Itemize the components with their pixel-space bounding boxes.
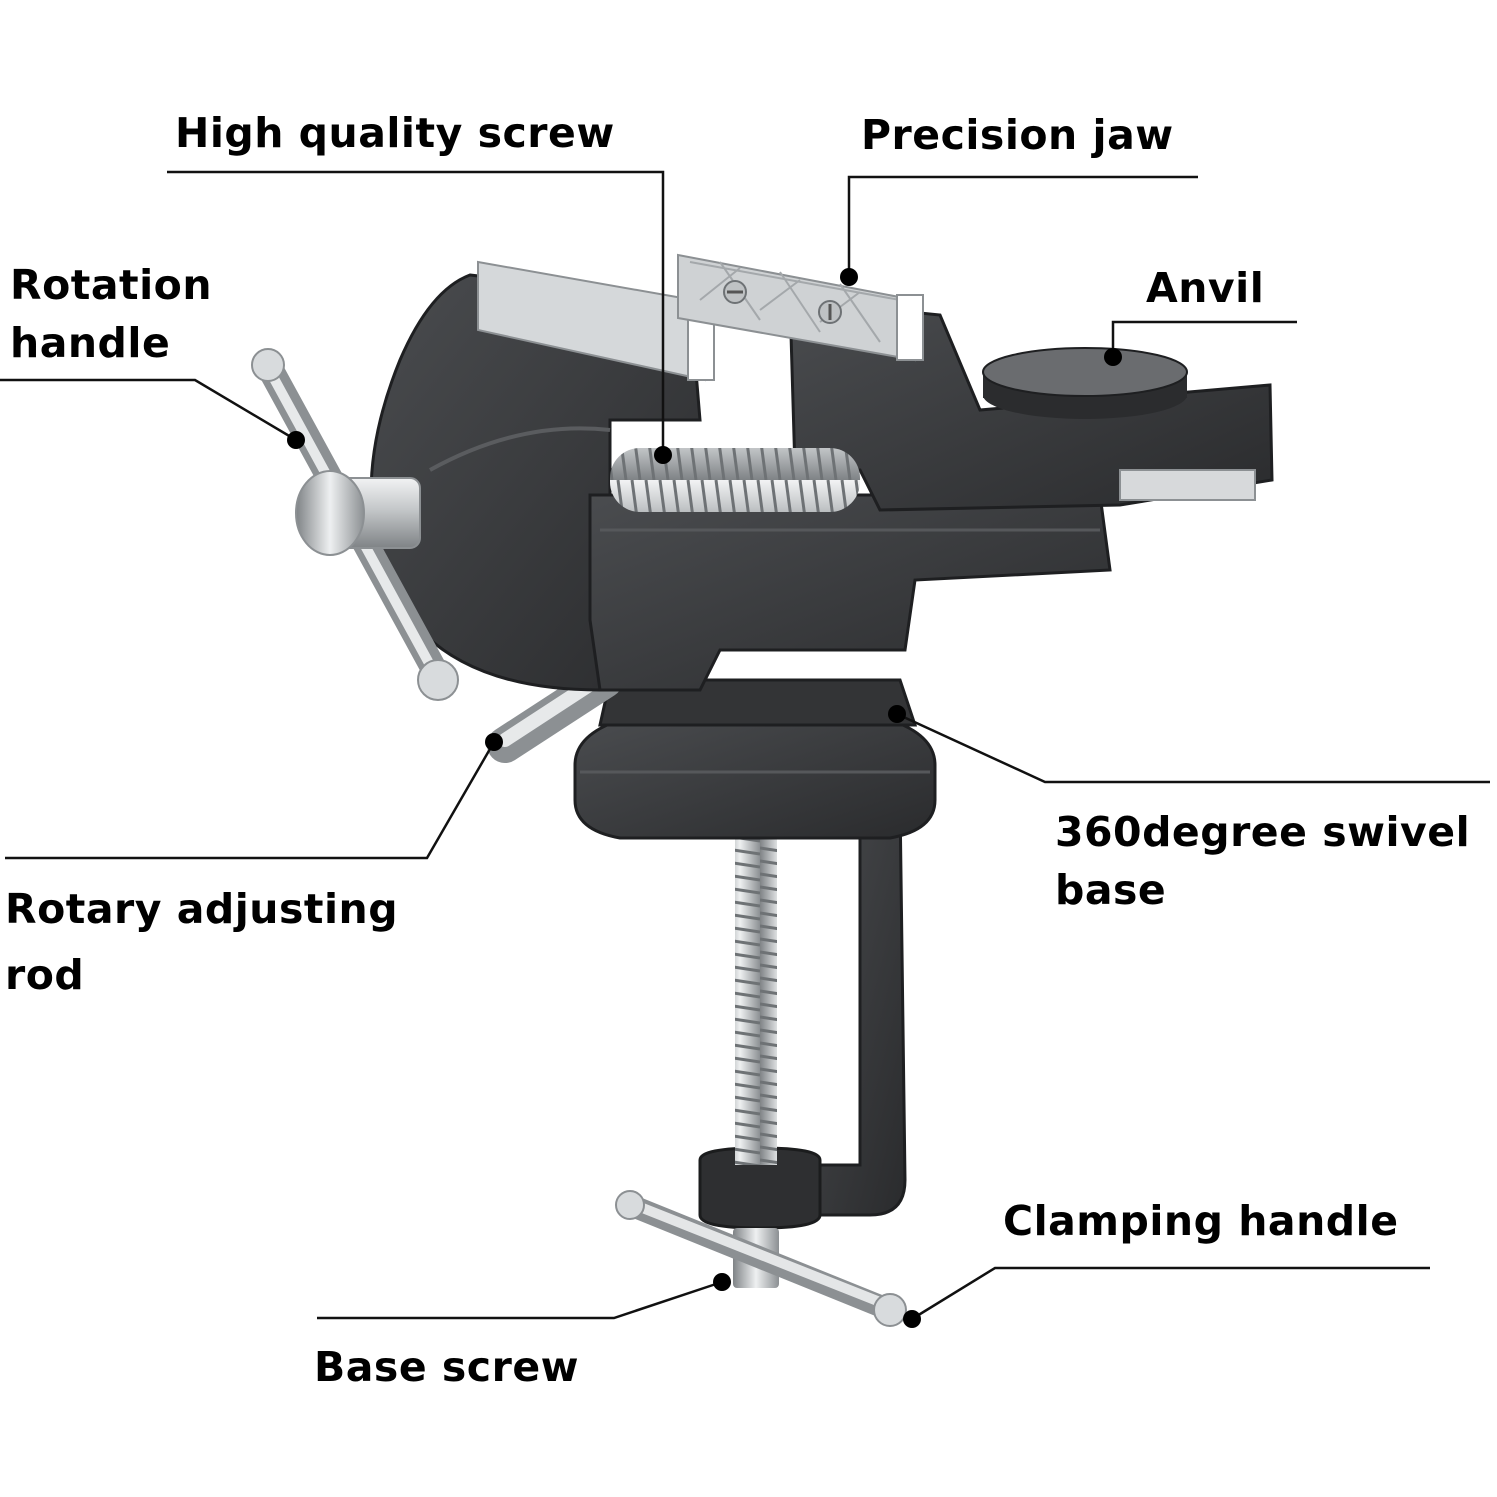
label-rotary-adjusting-rod-line1: Rotary adjusting <box>5 885 399 933</box>
swivel-base <box>573 678 937 840</box>
base-screw-thread <box>735 835 777 1165</box>
dot-anvil <box>1104 348 1122 366</box>
label-swivel-base-line2: base <box>1055 866 1167 914</box>
label-high-quality-screw: High quality screw <box>175 109 615 157</box>
rear-jaw-plate <box>477 260 715 382</box>
dot-jaw <box>840 268 858 286</box>
label-precision-jaw: Precision jaw <box>861 111 1174 159</box>
anvil-disc <box>982 347 1188 419</box>
label-swivel-base-line1: 360degree swivel <box>1055 808 1471 856</box>
rotation-handle <box>251 348 459 701</box>
main-screw-thread <box>610 448 860 512</box>
label-rotary-adjusting-rod: Rotary adjusting rod <box>5 876 398 1008</box>
leader-dots <box>287 268 1122 1328</box>
leader-jaw <box>847 175 1198 277</box>
leader-rotary <box>5 741 496 860</box>
dot-screw <box>654 446 672 464</box>
leader-clamping <box>911 1266 1430 1321</box>
label-rotary-adjusting-rod-line2: rod <box>5 951 85 999</box>
leader-lines <box>0 170 1490 1321</box>
clamping-handle <box>615 1190 907 1327</box>
label-anvil: Anvil <box>1146 264 1265 312</box>
dot-clamping <box>903 1310 921 1328</box>
label-base-screw: Base screw <box>314 1343 580 1391</box>
leader-rotation <box>0 378 297 442</box>
label-swivel-base: 360degree swivel base <box>1055 803 1470 919</box>
label-clamping-handle: Clamping handle <box>1003 1197 1399 1245</box>
leader-swivel <box>896 712 1490 784</box>
vise-slide-body <box>588 493 1112 692</box>
c-clamp-frame <box>698 798 907 1230</box>
dot-rotary <box>485 733 503 751</box>
label-rotation-handle-line1: Rotation <box>10 261 213 309</box>
label-rotation-handle: Rotation handle <box>10 256 212 372</box>
leader-base-screw <box>317 1280 723 1320</box>
leader-screw <box>167 170 665 455</box>
label-rotation-handle-line2: handle <box>10 319 171 367</box>
dot-swivel <box>888 705 906 723</box>
dot-base-screw <box>713 1273 731 1291</box>
precision-jaw-plate <box>677 253 924 362</box>
dot-rotation <box>287 431 305 449</box>
leader-anvil <box>1111 320 1297 357</box>
